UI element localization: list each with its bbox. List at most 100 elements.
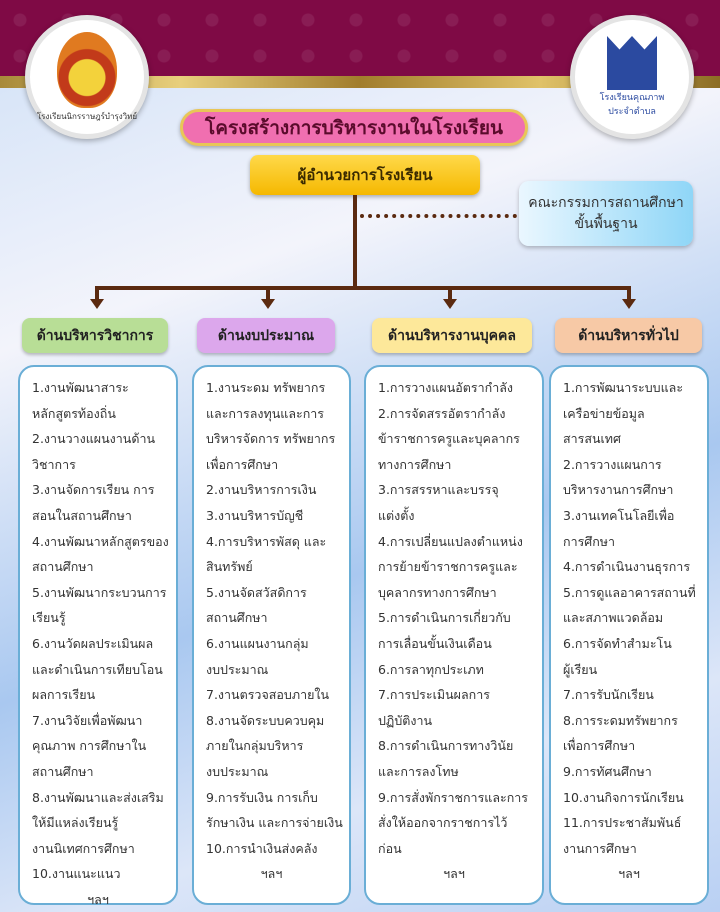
task-line: แต่งตั้ง bbox=[378, 507, 415, 523]
task-line: 9.การสั่งพักราชการและการ bbox=[378, 789, 529, 805]
task-line: งานการศึกษา bbox=[563, 840, 637, 856]
task-line: สินทรัพย์ bbox=[206, 559, 253, 575]
task-line: เพื่อการศึกษา bbox=[563, 738, 636, 754]
task-line: 6.การจัดทำสำมะโน bbox=[563, 635, 672, 651]
etc-label: ฯลฯ bbox=[618, 866, 640, 882]
task-line: 10.งานแนะแนว bbox=[32, 866, 121, 882]
task-line: 7.การประเมินผลการ bbox=[378, 687, 490, 703]
gold-stripe bbox=[0, 76, 720, 88]
task-line: และสภาพแวดล้อม bbox=[563, 610, 664, 626]
task-line: และการลงโทษ bbox=[378, 763, 459, 779]
dept-header-budget: ด้านงบประมาณ bbox=[197, 318, 335, 353]
task-line: การเลื่อนขั้นเงินเดือน bbox=[378, 635, 492, 651]
task-line: 9.การรับเงิน การเก็บ bbox=[206, 789, 318, 805]
etc-label: ฯลฯ bbox=[87, 891, 109, 907]
task-line: บริหารงานการศึกษา bbox=[563, 482, 674, 498]
task-line: ก่อน bbox=[378, 840, 402, 856]
arrow-down-icon bbox=[261, 299, 275, 309]
task-line: บริหารจัดการ ทรัพยากร bbox=[206, 431, 336, 447]
connector-drop-3 bbox=[448, 286, 452, 300]
task-line: 1.การวางแผนอัตรากำลัง bbox=[378, 380, 514, 395]
school-name: โรงเรียนนิกรราษฎร์บำรุงวิทย์ bbox=[36, 111, 138, 121]
task-line: สถานศึกษา bbox=[206, 610, 268, 626]
task-line: เรียนรู้ bbox=[32, 610, 66, 626]
task-line: 7.งานตรวจสอบภายใน bbox=[206, 687, 330, 703]
etc-label: ฯลฯ bbox=[443, 866, 465, 882]
task-line: 3.งานบริหารบัญชี bbox=[206, 507, 304, 523]
connector-drop-1 bbox=[95, 286, 99, 300]
task-line: การย้ายข้าราชการครูและ bbox=[378, 559, 518, 575]
task-line: ปฏิบัติงาน bbox=[378, 712, 433, 728]
seal-icon bbox=[57, 31, 117, 108]
arrow-down-icon bbox=[90, 299, 104, 309]
arrow-down-icon bbox=[622, 299, 636, 309]
task-line: ผู้เรียน bbox=[563, 661, 598, 677]
task-line: และดำเนินการเทียบโอน bbox=[32, 661, 163, 677]
task-line: 8.งานจัดระบบควบคุม bbox=[206, 712, 325, 728]
task-line: ทางการศึกษา bbox=[378, 456, 452, 472]
task-line: คุณภาพ การศึกษาใน bbox=[32, 738, 147, 754]
task-line: รักษาเงิน และการจ่ายเงิน bbox=[206, 815, 343, 831]
task-line: 5.งานพัฒนากระบวนการ bbox=[32, 584, 167, 600]
task-line: สั่งให้ออกจากราชการไว้ bbox=[378, 815, 508, 831]
committee-line-2: ขั้นพื้นฐาน bbox=[574, 215, 638, 232]
dept-header-personnel: ด้านบริหารงานบุคคล bbox=[372, 318, 532, 353]
task-line: 3.งานเทคโนโลยีเพื่อ bbox=[563, 507, 675, 523]
task-line: 4.การบริหารพัสดุ และ bbox=[206, 533, 327, 549]
task-line: 6.งานแผนงานกลุ่ม bbox=[206, 635, 309, 651]
connector-drop-2 bbox=[266, 286, 270, 300]
director-box: ผู้อำนวยการโรงเรียน bbox=[250, 155, 480, 195]
task-line: สารสนเทศ bbox=[563, 431, 621, 447]
task-line: บุคลากรทางการศึกษา bbox=[378, 584, 497, 600]
dept-tasks-general: 1.การพัฒนาระบบและเครือข่ายข้อมูลสารสนเทศ… bbox=[549, 365, 709, 905]
connector-vertical bbox=[353, 195, 357, 290]
task-line: งบประมาณ bbox=[206, 763, 269, 779]
task-line: หลักสูตรท้องถิ่น bbox=[32, 405, 116, 421]
etc-label: ฯลฯ bbox=[260, 866, 283, 882]
task-line: ข้าราชการครูและบุคลากร bbox=[378, 431, 520, 447]
dept-header-general: ด้านบริหารทั่วไป bbox=[555, 318, 702, 353]
dept-tasks-budget: 1.งานระดม ทรัพยากรและการลงทุนและการบริหา… bbox=[192, 365, 351, 905]
task-line: 2.งานวางแผนงานด้าน bbox=[32, 431, 156, 447]
task-line: 7.การรับนักเรียน bbox=[563, 687, 654, 703]
task-line: เครือข่ายข้อมูล bbox=[563, 405, 645, 421]
task-line: 7.งานวิจัยเพื่อพัฒนา bbox=[32, 712, 143, 728]
quality-school-logo: โรงเรียนคุณภาพ ประจำตำบล bbox=[570, 15, 694, 139]
task-line: 10.การนำเงินส่งคลัง bbox=[206, 840, 318, 856]
task-line: 5.การดูแลอาคารสถานที่ bbox=[563, 584, 696, 600]
task-line: ให้มีแหล่งเรียนรู้ bbox=[32, 815, 119, 831]
school-logo: โรงเรียนนิกรราษฎร์บำรุงวิทย์ bbox=[25, 15, 149, 139]
arrow-down-icon bbox=[443, 299, 457, 309]
task-line: สถานศึกษา bbox=[32, 559, 94, 575]
task-line: 4.งานพัฒนาหลักสูตรของ bbox=[32, 533, 169, 549]
task-line: 1.การพัฒนาระบบและ bbox=[563, 380, 684, 395]
connector-dotted bbox=[360, 214, 517, 218]
task-line: งบประมาณ bbox=[206, 661, 269, 677]
task-line: ภายในกลุ่มบริหาร bbox=[206, 738, 304, 754]
task-line: 1.งานพัฒนาสาระ bbox=[32, 380, 129, 395]
quality-text-1: โรงเรียนคุณภาพ bbox=[599, 93, 665, 103]
committee-line-1: คณะกรรมการสถานศึกษา bbox=[528, 194, 684, 211]
task-line: 11.การประชาสัมพันธ์ bbox=[563, 815, 682, 831]
crown-icon bbox=[607, 36, 657, 90]
task-line: งานนิเทศการศึกษา bbox=[32, 840, 135, 856]
task-line: 4.การดำเนินงานธุรการ bbox=[563, 559, 691, 575]
task-line: 3.การสรรหาและบรรจุ bbox=[378, 482, 499, 498]
connector-drop-4 bbox=[627, 286, 631, 300]
quality-text-2: ประจำตำบล bbox=[608, 107, 656, 117]
task-line: 8.การดำเนินการทางวินัย bbox=[378, 738, 514, 754]
task-line: 4.การเปลี่ยนแปลงตำแหน่ง bbox=[378, 533, 523, 549]
task-line: 10.งานกิจการนักเรียน bbox=[563, 789, 684, 805]
task-line: 8.งานพัฒนาและส่งเสริม bbox=[32, 789, 164, 805]
task-line: การศึกษา bbox=[563, 533, 616, 549]
task-line: 9.การทัศนศึกษา bbox=[563, 763, 652, 779]
task-line: 2.งานบริหารการเงิน bbox=[206, 482, 317, 498]
task-line: 6.งานวัดผลประเมินผล bbox=[32, 635, 154, 651]
task-line: 6.การลาทุกประเภท bbox=[378, 661, 484, 677]
task-line: 2.การวางแผนการ bbox=[563, 456, 662, 472]
dept-tasks-personnel: 1.การวางแผนอัตรากำลัง 2.การจัดสรรอัตรากำล… bbox=[364, 365, 544, 905]
task-line: เพื่อการศึกษา bbox=[206, 456, 279, 472]
page-title: โครงสร้างการบริหารงานในโรงเรียน bbox=[180, 109, 528, 146]
task-line: 1.งานระดม ทรัพยากร bbox=[206, 380, 326, 395]
task-line: 2.การจัดสรรอัตรากำลัง bbox=[378, 405, 506, 421]
